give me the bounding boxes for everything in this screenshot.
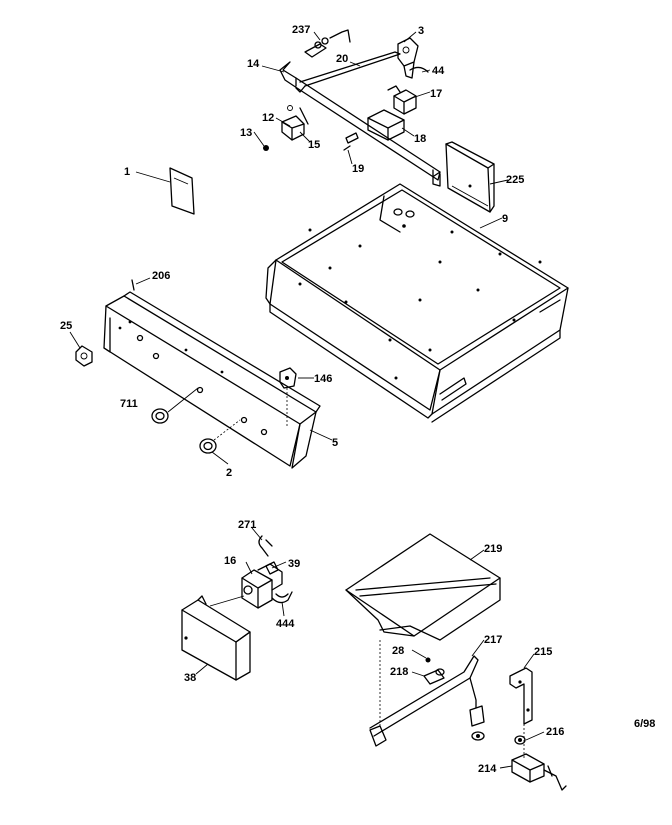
tube-fitting-part-217b: [469, 705, 485, 741]
label-146: 146: [314, 373, 332, 385]
label-18: 18: [414, 133, 426, 145]
baffle-part-219: [345, 533, 501, 641]
label-3: 3: [418, 25, 424, 37]
valve-part-214: [511, 753, 567, 791]
label-217: 217: [484, 634, 502, 646]
clip-part-25: [75, 345, 93, 367]
ignitor-part-146: [279, 367, 297, 426]
main-tray-part-9: [265, 183, 569, 423]
bracket-part-18: [367, 109, 405, 141]
label-39: 39: [288, 558, 300, 570]
label-44: 44: [432, 65, 445, 77]
label-444: 444: [276, 618, 295, 630]
top-burner-valve-part-3: [397, 37, 419, 79]
valve-part-12-15: [281, 105, 309, 141]
nut-part-13: [263, 145, 269, 151]
orifice-part-218: [423, 668, 445, 685]
burner-tube-part-217: [369, 655, 479, 737]
manifold-pipe-part-14: [279, 61, 441, 187]
cover-part-38: [181, 595, 251, 681]
label-225: 225: [506, 174, 524, 186]
label-218: 218: [390, 666, 408, 678]
elbow-part-444: [271, 591, 293, 604]
manifold-panel-part-5: [103, 291, 321, 469]
grommet-part-711: [151, 387, 199, 424]
label-17: 17: [430, 88, 442, 100]
label-5: 5: [332, 437, 338, 449]
heat-shield-part-225: [445, 141, 495, 213]
orifice-fitting-part-237: [304, 29, 351, 58]
label-216: 216: [546, 726, 564, 738]
label-2: 2: [226, 467, 232, 479]
label-13: 13: [240, 127, 252, 139]
label-20: 20: [336, 53, 348, 65]
label-215: 215: [534, 646, 552, 658]
label-19: 19: [352, 163, 364, 175]
wire-part-271: [258, 535, 273, 557]
label-237: 237: [292, 24, 310, 36]
label-16: 16: [224, 555, 236, 567]
label-214: 214: [478, 763, 497, 775]
nut-part-216: [514, 735, 526, 745]
label-14: 14: [247, 58, 260, 70]
label-9: 9: [502, 213, 508, 225]
screw-part-206: [131, 279, 135, 291]
label-711: 711: [120, 398, 138, 410]
label-25: 25: [60, 320, 72, 332]
leader-lines: [69, 31, 545, 769]
date-stamp: 6/98: [634, 718, 655, 730]
label-15: 15: [308, 139, 320, 151]
ignitor-switch-part-17: [387, 85, 417, 115]
label-12: 12: [262, 112, 274, 124]
screw-part-19: [343, 132, 359, 151]
label-28: 28: [392, 645, 404, 657]
bracket-part-215: [509, 667, 533, 760]
label-1: 1: [124, 166, 130, 178]
label-38: 38: [184, 672, 196, 684]
label-219: 219: [484, 543, 502, 555]
label-206: 206: [152, 270, 170, 282]
fitting-part-39: [265, 561, 279, 575]
label-271: 271: [238, 519, 256, 531]
bracket-part-214-base: [369, 640, 387, 747]
part-labels: 237 3 20 14 44 17 12 13 15 18 19 1 225 9…: [60, 24, 564, 775]
nut-part-28: [425, 657, 431, 663]
instruction-sheet-part-1: [169, 167, 195, 215]
grommet-part-2: [199, 419, 241, 454]
